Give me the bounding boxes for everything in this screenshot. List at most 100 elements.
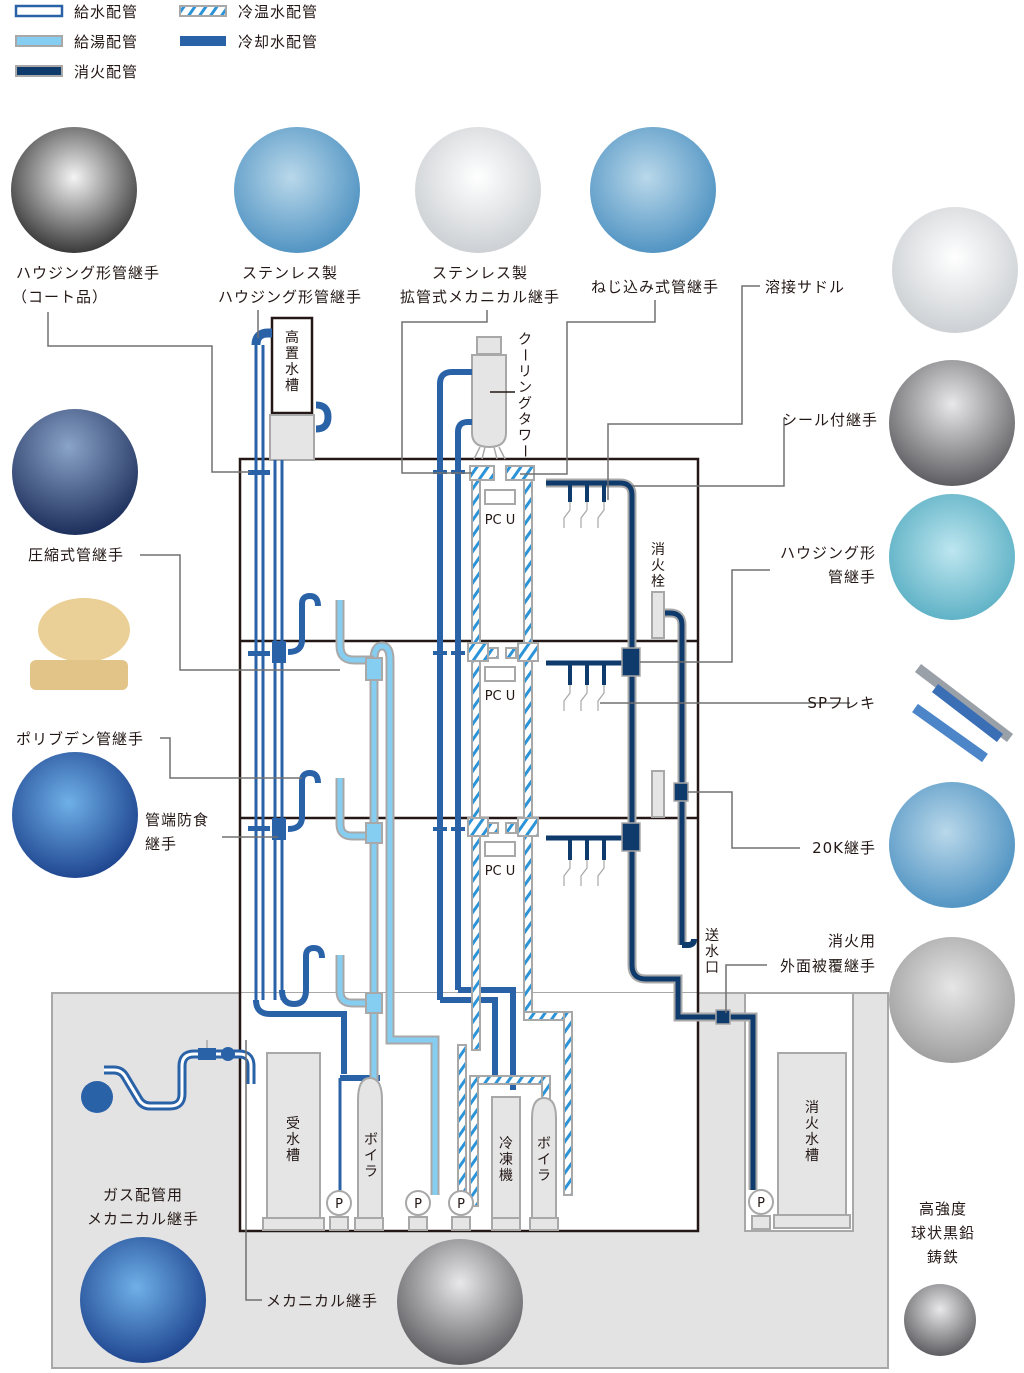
product-photo-weld-saddle (892, 207, 1018, 333)
vertical-char: 火 (651, 558, 665, 574)
tank-label: 高 (285, 329, 299, 346)
cooling-tower-label: ク ー リ ン グ タ ワ ー (516, 332, 532, 458)
leader-lines (47, 285, 850, 1301)
label-line: 管端防食 (145, 811, 209, 829)
label-line: ステンレス製 (432, 264, 528, 282)
boiler: ボ イ ラ (529, 1096, 559, 1231)
vertical-char: タ (518, 412, 532, 428)
label-line: 消火用 (828, 932, 876, 950)
legend: 給水配管 冷温水配管 給湯配管 冷却水配管 消火配管 (14, 3, 318, 81)
product-photo-screwed (590, 127, 716, 253)
pcu-unit: PC U (484, 489, 516, 528)
product-photo-sealed (889, 360, 1015, 486)
pump-label: P (335, 1197, 343, 1212)
legend-item-fire-protection: 消火配管 (15, 63, 137, 81)
vertical-char: 栓 (651, 574, 665, 590)
siamese-connection-label: 送 水 口 (705, 928, 719, 976)
receiving-water-tank: 受 水 槽 (262, 1052, 325, 1231)
vertical-char: イ (537, 1152, 551, 1168)
legend-item-chilled-hot-water: 冷温水配管 (179, 3, 318, 21)
pump-label: P (757, 1196, 765, 1211)
label-housing: ハウジング形 管継手 (780, 544, 876, 586)
vertical-char: 冷 (499, 1136, 513, 1152)
pump-label: P (414, 1197, 422, 1212)
label-line: （コート品） (12, 288, 108, 306)
label-line: メカニカル継手 (87, 1210, 199, 1228)
fire-hydrant-box (651, 591, 665, 639)
vertical-char: ラ (364, 1164, 378, 1180)
pcu-label: PC U (485, 864, 516, 879)
vertical-char: 消 (805, 1100, 819, 1116)
label-polybutene: ポリブデン管継手 (16, 730, 144, 748)
vertical-char: イ (364, 1148, 378, 1164)
pcu-label: PC U (485, 689, 516, 704)
label-stainless-expanded: ステンレス製 拡管式メカニカル継手 (400, 264, 560, 306)
vertical-char: 槽 (805, 1148, 819, 1164)
label-line: 拡管式メカニカル継手 (400, 288, 560, 306)
pcu-unit: PC U (484, 841, 516, 879)
label-line: 鋳鉄 (927, 1248, 959, 1266)
vertical-char: ン (518, 380, 532, 396)
legend-item-cooling-water: 冷却水配管 (180, 33, 317, 51)
label-line: 球状黒鉛 (911, 1224, 975, 1242)
vertical-char: 受 (286, 1116, 300, 1132)
fire-pipes (546, 478, 758, 1190)
product-photo-sp-flex (912, 664, 1014, 763)
chiller: 冷 凍 機 (491, 1096, 521, 1231)
vertical-char: ワ (518, 428, 532, 444)
pcu-label: PC U (485, 513, 516, 528)
vertical-char: 消 (651, 542, 665, 558)
product-photo-gas-mechanical (80, 1237, 206, 1363)
legend-label: 給湯配管 (74, 33, 138, 51)
pump: P (405, 1190, 431, 1231)
label-line: ハウジング形 (780, 544, 876, 562)
tank-label: 槽 (285, 378, 299, 394)
label-20k: 20K継手 (812, 839, 876, 857)
vertical-char: ボ (364, 1132, 378, 1148)
vertical-char: ク (518, 332, 532, 348)
label-line: ハウジング形管継手 (16, 264, 160, 282)
vertical-char: ボ (537, 1136, 551, 1152)
legend-item-hot-water-supply: 給湯配管 (15, 33, 138, 51)
label-ductile: 高強度 球状黒鉛 鋳鉄 (911, 1200, 975, 1266)
cooling-water-pipes (433, 369, 516, 1090)
boiler: ボ イ ラ (354, 1076, 384, 1231)
label-sp-flex: SPフレキ (807, 694, 876, 712)
legend-label: 給水配管 (74, 3, 138, 21)
label-anticorrosion: 管端防食 継手 (145, 811, 209, 853)
label-gas-mechanical: ガス配管用 メカニカル継手 (87, 1186, 199, 1228)
vertical-char: 槽 (286, 1148, 300, 1164)
vertical-char: ラ (537, 1168, 551, 1184)
vertical-char: 口 (705, 960, 719, 976)
product-photo-stainless-housing (234, 127, 360, 253)
pump: P (748, 1189, 774, 1230)
vertical-char: ー (516, 348, 532, 362)
legend-label: 冷温水配管 (238, 3, 318, 21)
label-fire-coated: 消火用 外面被覆継手 (780, 932, 876, 975)
vertical-char: リ (518, 364, 532, 380)
supply-water-pipes (248, 328, 380, 1195)
label-screwed: ねじ込み式管継手 (591, 278, 719, 296)
vertical-char: ー (516, 444, 532, 458)
pump: P (448, 1190, 474, 1231)
label-line: 外面被覆継手 (780, 957, 876, 975)
product-photo-20k (889, 782, 1015, 908)
vertical-char: 送 (705, 928, 719, 944)
product-photo-ductile-gear (904, 1284, 976, 1356)
label-sealed: シール付継手 (782, 411, 878, 429)
legend-item-supply-water: 給水配管 (14, 3, 138, 21)
label-weld-saddle: 溶接サドル (765, 278, 845, 296)
product-photo-housing-coated (11, 127, 137, 253)
overflow-pipe (315, 401, 332, 433)
label-line: 継手 (145, 835, 177, 853)
gas-pipe (81, 1040, 256, 1113)
label-mechanical: メカニカル継手 (266, 1292, 378, 1310)
product-photo-mechanical (397, 1239, 523, 1365)
product-photo-fire-coated (889, 937, 1015, 1063)
tank-label: 水 (285, 362, 299, 378)
product-photo-stainless-expanded (415, 127, 541, 253)
tank-label: 置 (285, 346, 299, 362)
gas-meter (81, 1081, 113, 1113)
label-housing-coated: ハウジング形管継手 （コート品） (12, 264, 160, 306)
